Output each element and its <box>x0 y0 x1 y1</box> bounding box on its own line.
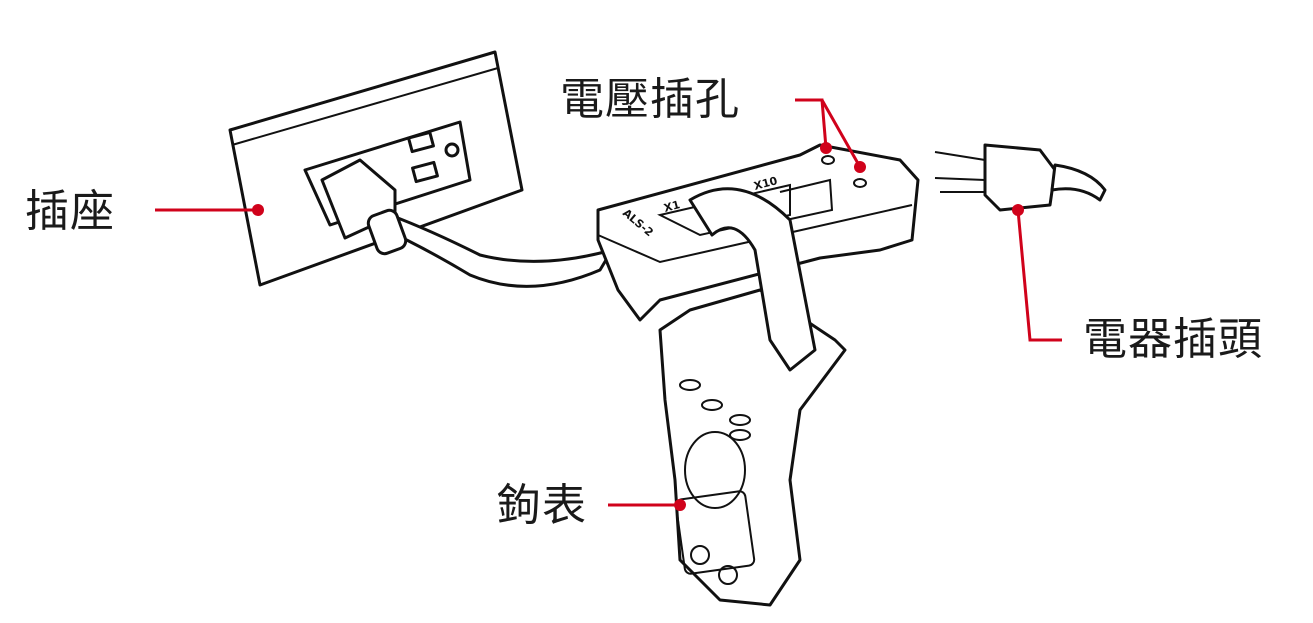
clamp-meter-body <box>658 187 847 607</box>
appliance-plug <box>934 143 1107 212</box>
adapter-cord <box>373 213 614 288</box>
x1-marking: X1 <box>662 198 681 215</box>
wall-socket <box>228 50 524 287</box>
label-clamp-meter: 鉤表 <box>497 480 587 531</box>
label-appliance-plug: 電器插頭 <box>1083 314 1263 365</box>
x10-marking: X10 <box>752 174 779 193</box>
callouts <box>155 98 1062 511</box>
label-socket: 插座 <box>25 186 115 237</box>
label-voltage-jack: 電壓插孔 <box>560 74 740 125</box>
